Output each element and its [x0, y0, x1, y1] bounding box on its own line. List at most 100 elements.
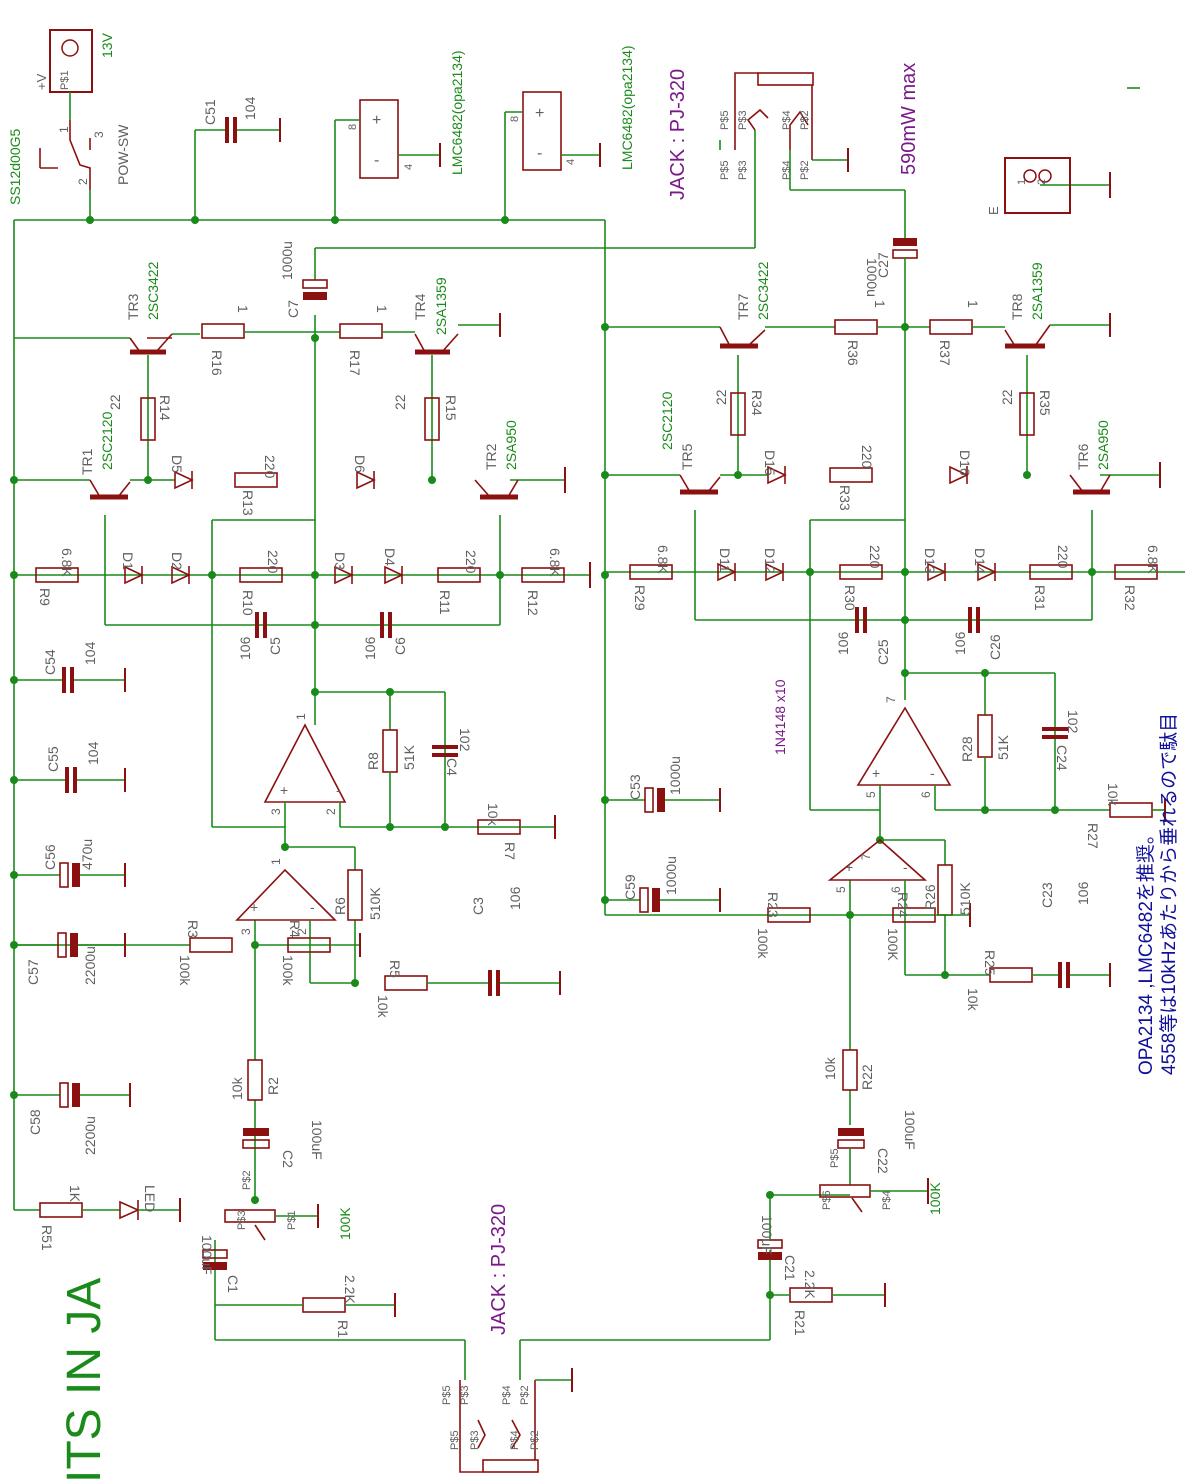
svg-text:R4: R4 [287, 920, 303, 938]
power-jack [49, 29, 93, 120]
svg-text:2200u: 2200u [82, 1116, 98, 1155]
svg-text:C25: C25 [875, 639, 891, 665]
svg-text:6.8K: 6.8K [59, 548, 75, 577]
svg-text:220: 220 [265, 550, 281, 574]
svg-text:5: 5 [864, 791, 878, 798]
d16 [949, 465, 969, 485]
c1 [202, 1249, 228, 1270]
svg-text:10k: 10k [375, 995, 391, 1019]
c21 [757, 1195, 783, 1260]
svg-text:1: 1 [374, 305, 390, 313]
svg-text:D12: D12 [762, 548, 778, 574]
svg-text:220: 220 [867, 545, 883, 569]
svg-text:P$2: P$2 [799, 160, 811, 180]
svg-text:P$3: P$3 [469, 1430, 481, 1450]
svg-text:P$4: P$4 [509, 1430, 521, 1450]
svg-text:1000u: 1000u [667, 756, 683, 795]
svg-text:C6: C6 [392, 637, 408, 655]
svg-text:106: 106 [1075, 881, 1091, 905]
svg-text:1000u: 1000u [279, 241, 295, 280]
svg-text:510K: 510K [957, 882, 973, 915]
junction-dots [10, 216, 1096, 1299]
svg-text:D6: D6 [352, 455, 368, 473]
svg-text:LED: LED [142, 1185, 158, 1212]
svg-text:D5: D5 [169, 455, 185, 473]
svg-text:P$5: P$5 [719, 160, 731, 180]
tr1 [89, 479, 175, 500]
c6 [380, 612, 392, 638]
svg-text:C59: C59 [622, 874, 638, 900]
tr7 [719, 326, 835, 349]
svg-text:-: - [336, 782, 341, 798]
svg-text:6: 6 [919, 791, 933, 798]
r34 [730, 392, 746, 436]
svg-text:1000u: 1000u [663, 856, 679, 895]
svg-text:C3: C3 [470, 897, 486, 915]
svg-text:-: - [374, 152, 379, 169]
svg-text:7: 7 [884, 696, 898, 703]
svg-text:104: 104 [242, 96, 258, 120]
recommend-line2: 4558等は10kHzあたりから垂れるので駄目 [1158, 713, 1180, 1075]
svg-text:+: + [250, 899, 258, 915]
svg-text:8: 8 [509, 116, 521, 122]
d15 [767, 465, 787, 485]
r37 [929, 319, 1005, 335]
opamp-right-1 [856, 706, 952, 840]
r14 [140, 397, 156, 441]
svg-text:C27: C27 [875, 252, 891, 278]
r9 [35, 567, 79, 583]
svg-text:C24: C24 [1054, 745, 1070, 771]
svg-text:1000u: 1000u [864, 258, 880, 297]
svg-text:2SA950: 2SA950 [503, 420, 519, 470]
svg-text:TR1: TR1 [79, 448, 95, 475]
d11 [717, 562, 737, 582]
svg-text:+: + [872, 765, 880, 781]
r15 [424, 397, 440, 441]
credit-text: ITS IN JA [58, 1278, 111, 1483]
svg-text:P$4: P$4 [781, 160, 793, 180]
svg-text:D2: D2 [169, 552, 185, 570]
svg-text:R14: R14 [157, 395, 173, 421]
r4 [287, 933, 361, 957]
opamp-right-2 [827, 838, 928, 975]
svg-text:D4: D4 [382, 548, 398, 566]
c23 [1058, 962, 1111, 988]
r5 [384, 975, 488, 991]
c25 [855, 607, 867, 633]
svg-text:R5: R5 [387, 960, 403, 978]
svg-text:P$2: P$2 [799, 110, 811, 130]
pot-left [224, 1204, 319, 1241]
switch-label: POW-SW [115, 124, 131, 185]
opamp-part-right: LMC6482(opa2134) [619, 45, 635, 170]
r24 [892, 903, 971, 927]
svg-text:100k: 100k [755, 928, 771, 959]
r31 [1029, 564, 1073, 580]
svg-text:2.2K: 2.2K [342, 1275, 358, 1304]
svg-text:22: 22 [713, 389, 729, 405]
c4 [432, 745, 458, 757]
d13 [927, 562, 947, 582]
svg-text:R17: R17 [347, 350, 363, 376]
speaker-connector [1004, 157, 1111, 214]
r26 [937, 864, 953, 916]
svg-text:100uF: 100uF [759, 1215, 775, 1255]
svg-text:P$5: P$5 [829, 1148, 841, 1168]
c24 [1042, 727, 1068, 739]
svg-text:R37: R37 [937, 340, 953, 366]
c5 [255, 612, 267, 638]
svg-text:4: 4 [403, 164, 415, 170]
svg-text:R16: R16 [209, 350, 225, 376]
svg-text:106: 106 [362, 636, 378, 660]
svg-text:2SC2120: 2SC2120 [99, 411, 115, 470]
svg-text:D15: D15 [762, 450, 778, 476]
r23 [767, 907, 811, 923]
svg-text:R31: R31 [1032, 585, 1048, 611]
svg-text:P$4: P$4 [501, 1385, 513, 1405]
svg-text:R28: R28 [959, 736, 975, 762]
svg-text:R32: R32 [1122, 585, 1138, 611]
svg-text:D13: D13 [922, 548, 938, 574]
svg-text:C21: C21 [782, 1255, 798, 1281]
svg-text:R35: R35 [1037, 390, 1053, 416]
svg-text:51K: 51K [995, 734, 1011, 760]
svg-text:R36: R36 [845, 340, 861, 366]
